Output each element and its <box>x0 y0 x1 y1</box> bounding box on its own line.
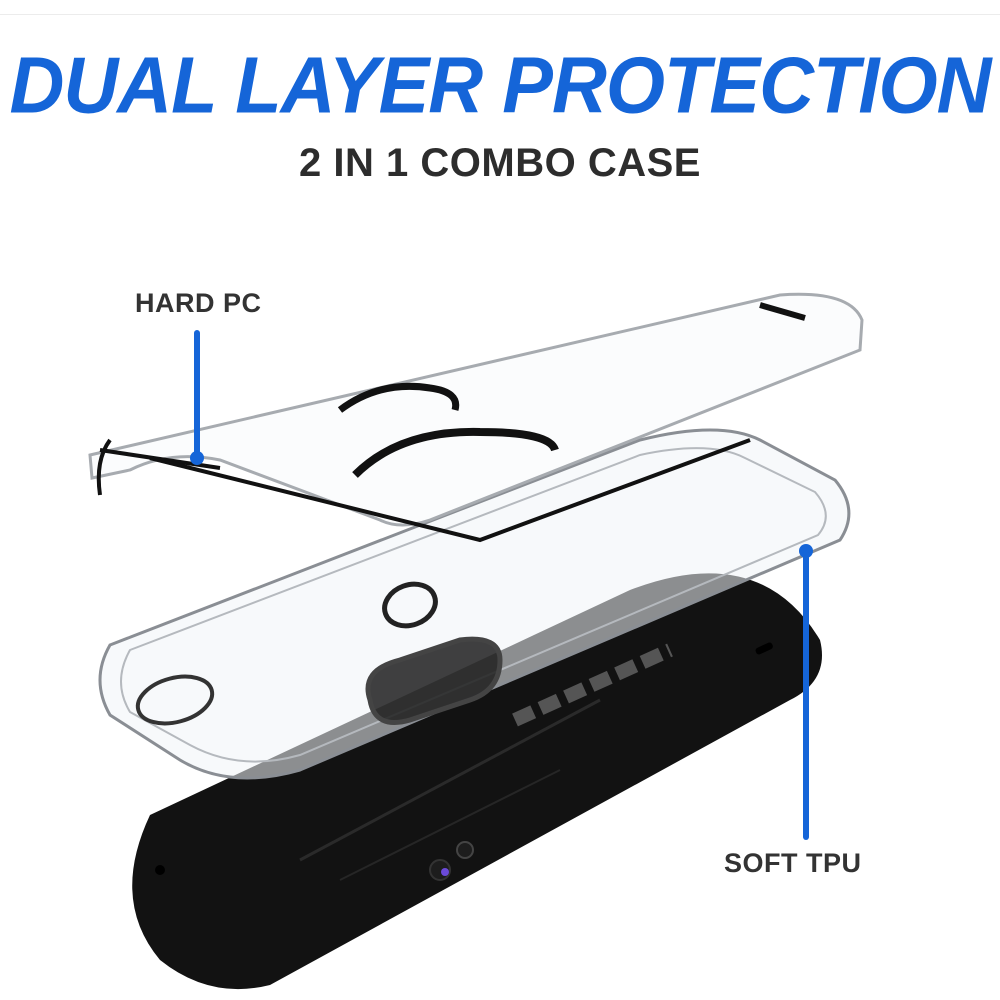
subheadline: 2 IN 1 COMBO CASE <box>299 141 701 185</box>
soft-tpu-label: SOFT TPU <box>724 848 862 878</box>
hard-pc-label: HARD PC <box>135 288 262 318</box>
headline: DUAL LAYER PROTECTION <box>9 40 991 131</box>
soft-tpu-case-image <box>98 428 851 780</box>
hard-pc-callout-dot <box>190 451 204 465</box>
top-divider <box>0 14 1000 15</box>
hard-pc-callout-line <box>194 330 200 458</box>
soft-tpu-callout-line <box>803 550 809 840</box>
phone-body-image <box>132 573 822 990</box>
hard-pc-frame-image <box>88 292 864 543</box>
